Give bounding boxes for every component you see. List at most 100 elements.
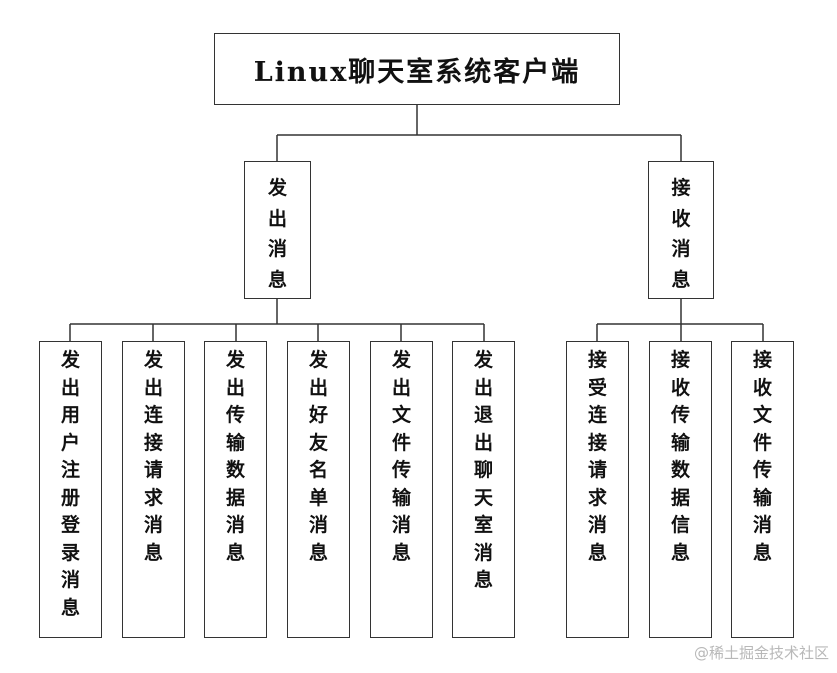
node-label-char: 消: [308, 514, 328, 536]
node-label: 接收文件传输消息: [753, 347, 772, 567]
node-label-char: 息: [143, 541, 163, 564]
node-label-char: 聊: [473, 459, 493, 481]
node-label-char: 接: [587, 431, 607, 454]
node-label-char: 息: [391, 541, 411, 564]
node-label-char: 息: [473, 569, 493, 591]
node-label-char: 求: [587, 486, 607, 509]
leaf-node-receive-connect-request: 接受连接请求消息: [566, 341, 629, 638]
node-label-char: 传: [752, 459, 772, 481]
node-label: 发出好友名单消息: [309, 347, 328, 567]
node-label-char: 收: [670, 376, 690, 399]
node-label-char: 出: [391, 376, 411, 399]
node-label-char: 传: [670, 404, 690, 426]
node-label: 发出退出聊天室消息: [474, 347, 493, 595]
node-label-char: 发: [267, 177, 287, 199]
node-label-char: 发: [473, 349, 493, 371]
node-label-char: 文: [391, 404, 411, 426]
node-label: 接受连接请求消息: [588, 347, 607, 567]
node-label-char: 消: [671, 238, 691, 260]
node-label-char: 输: [391, 486, 411, 509]
node-label-char: 接: [752, 349, 772, 371]
leaf-node-send-transfer-data: 发出传输数据消息: [204, 341, 267, 638]
node-label-char: 息: [60, 596, 80, 619]
node-label-char: 登: [60, 514, 80, 536]
node-label-char: 友: [308, 431, 328, 454]
node-label-char: 件: [752, 431, 772, 454]
leaf-node-receive-file-transfer: 接收文件传输消息: [731, 341, 794, 638]
node-label-char: 出: [308, 376, 328, 399]
branch-node-send: 发出消息: [244, 161, 311, 299]
node-label-char: 输: [752, 486, 772, 509]
node-label-char: 输: [670, 431, 690, 454]
node-label-char: 信: [670, 514, 690, 536]
node-label-char: 据: [670, 486, 690, 509]
node-label-char: 发: [143, 349, 163, 371]
node-label-char: 息: [671, 268, 691, 291]
node-label-char: 出: [143, 376, 163, 399]
node-label: 发出连接请求消息: [144, 347, 163, 567]
node-label-char: 册: [60, 486, 80, 509]
node-label-char: 出: [473, 431, 493, 454]
leaf-node-send-friend-list: 发出好友名单消息: [287, 341, 350, 638]
leaf-node-send-connect-request: 发出连接请求消息: [122, 341, 185, 638]
node-label-char: 好: [308, 404, 328, 426]
node-label-char: 出: [267, 207, 287, 230]
node-label-char: 消: [143, 514, 163, 536]
node-label-char: 息: [308, 541, 328, 564]
node-label-char: 息: [670, 541, 690, 564]
connector-group: [69, 104, 764, 341]
node-label-char: 消: [587, 514, 607, 536]
node-label-char: 名: [308, 459, 328, 481]
node-label-char: 消: [60, 569, 80, 591]
node-label-char: 连: [587, 404, 607, 426]
node-label-char: 消: [391, 514, 411, 536]
node-label-char: 请: [587, 459, 607, 481]
node-label-char: 发: [60, 349, 80, 371]
node-label-char: 退: [473, 404, 493, 426]
node-label-char: 室: [473, 514, 493, 536]
leaf-node-receive-transfer-data: 接收传输数据信息: [649, 341, 712, 638]
node-label-char: 出: [225, 376, 245, 399]
node-label: 接收传输数据信息: [671, 347, 690, 567]
node-label-char: 发: [225, 349, 245, 371]
node-label-char: 天: [473, 486, 493, 509]
node-label-char: 息: [225, 541, 245, 564]
leaf-node-send-exit-chatroom: 发出退出聊天室消息: [452, 341, 515, 638]
node-label-char: 息: [752, 541, 772, 564]
node-label-char: 消: [473, 541, 493, 564]
node-label: 接收消息: [671, 173, 690, 295]
node-label-char: 出: [60, 376, 80, 399]
node-label-char: 传: [225, 404, 245, 426]
node-label-char: 收: [752, 376, 772, 399]
node-label-char: 消: [225, 514, 245, 536]
node-label-char: 请: [143, 459, 163, 481]
watermark-text: @稀土掘金技术社区: [693, 644, 829, 662]
node-label: 发出用户注册登录消息: [61, 347, 80, 622]
node-label-char: 输: [225, 431, 245, 454]
node-label: 发出传输数据消息: [226, 347, 245, 567]
node-label-char: 件: [391, 431, 411, 454]
node-label: 发出文件传输消息: [392, 347, 411, 567]
node-label-char: 传: [391, 459, 411, 481]
node-label-char: 户: [60, 431, 80, 454]
node-label-char: 接: [143, 431, 163, 454]
node-label-char: 据: [225, 486, 245, 509]
node-label-char: 发: [391, 349, 411, 371]
node-label-char: 数: [670, 459, 690, 481]
node-label-char: 连: [143, 404, 163, 426]
node-label-char: 接: [670, 349, 690, 371]
node-label-char: 息: [267, 268, 287, 291]
leaf-node-send-register-login: 发出用户注册登录消息: [39, 341, 102, 638]
root-node: Linux聊天室系统客户端: [214, 33, 620, 105]
node-label-char: 接: [671, 177, 691, 199]
root-node-label: Linux聊天室系统客户端: [253, 56, 581, 88]
node-label: 发出消息: [268, 173, 287, 295]
node-label-char: 数: [225, 459, 245, 481]
branch-node-receive: 接收消息: [648, 161, 714, 299]
node-label-char: 消: [752, 514, 772, 536]
node-label-char: 发: [308, 349, 328, 371]
node-label-char: 出: [473, 376, 493, 399]
node-label-char: 用: [60, 404, 80, 426]
node-label-char: 录: [60, 541, 80, 564]
